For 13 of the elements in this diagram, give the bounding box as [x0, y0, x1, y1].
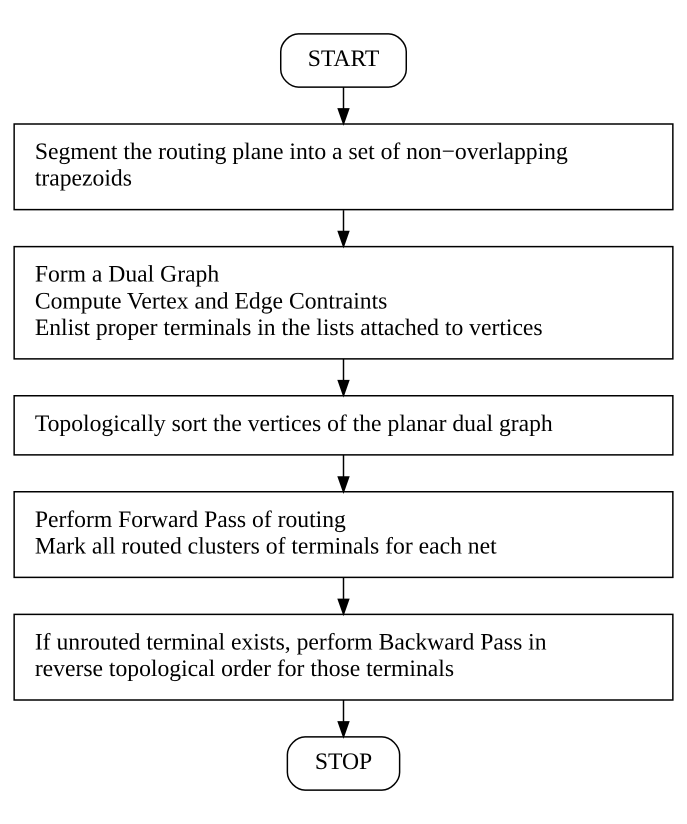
node-box: Segment the routing plane into a set of non−overlapping trapezoids	[13, 123, 674, 210]
arrow	[337, 700, 350, 739]
node-box: STOP	[286, 736, 400, 791]
arrow	[337, 578, 350, 616]
node-box: START	[280, 33, 407, 88]
node-box: Topologically sort the vertices of the planar dual graph	[13, 395, 674, 456]
node-box: If unrouted terminal exists, perform Backward Pass in reverse topological order for those terminals	[13, 614, 674, 701]
arrow	[337, 359, 350, 398]
node-box: Form a Dual Graph Compute Vertex and Edge Contraints Enlist proper terminals in the lists attached to vertices	[13, 246, 674, 360]
arrow	[337, 455, 350, 494]
arrow	[337, 88, 350, 126]
arrow	[337, 210, 350, 249]
node-box: Perform Forward Pass of routing Mark all routed clusters of terminals for each net	[13, 491, 674, 578]
